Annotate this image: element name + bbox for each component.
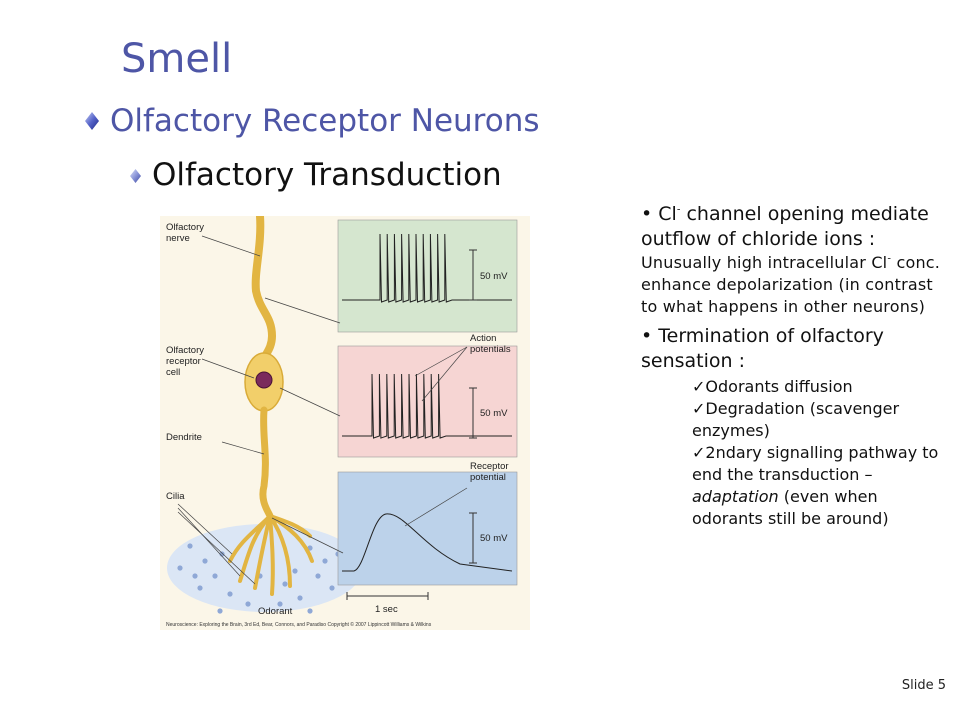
termination-list: ✓Odorants diffusion ✓Degradation (scaven…	[692, 376, 951, 530]
odorant-dot	[322, 558, 328, 564]
list-item: ✓Odorants diffusion	[692, 377, 853, 396]
label-scale-top: 50 mV	[480, 271, 508, 282]
notes-panel: • Cl- channel opening mediate outflow of…	[641, 202, 951, 530]
odorant-dot	[329, 585, 335, 591]
nucleus	[255, 371, 273, 389]
odorant-dot	[227, 591, 233, 597]
label-receptor-cell-3: cell	[166, 367, 180, 378]
odorant-dot	[277, 601, 283, 607]
odorant-cloud	[167, 524, 363, 612]
leader-lines	[177, 235, 468, 585]
odorant-dot	[292, 568, 298, 574]
trace-receptor-potential	[342, 513, 513, 572]
note-item-chloride: • Cl- channel opening mediate outflow of…	[641, 203, 929, 250]
odorant-dot	[297, 595, 303, 601]
odorant-dot	[202, 558, 208, 564]
label-scale-mid: 50 mV	[480, 408, 508, 419]
label-receptor-potential-1: Receptor	[470, 461, 509, 472]
check-icon: ✓	[692, 443, 706, 462]
panel-top	[337, 219, 518, 333]
label-scale-bot: 50 mV	[480, 533, 508, 544]
panel-mid	[337, 345, 518, 458]
label-receptor-potential-2: potential	[470, 472, 506, 483]
label-odorant: Odorant	[258, 606, 293, 617]
slide-title: Smell	[121, 36, 233, 82]
list-item: ✓2ndary signalling pathway to end the tr…	[692, 443, 939, 528]
list-item: ✓Degradation (scavenger enzymes)	[692, 399, 900, 440]
odorant-dot	[187, 543, 193, 549]
note-item-termination: • Termination of olfactory sensation :	[641, 325, 884, 372]
label-receptor-cell-1: Olfactory	[166, 345, 204, 356]
check-icon: ✓	[692, 377, 706, 396]
label-action-potentials-2: potentials	[470, 344, 511, 355]
label-olfactory-nerve-1: Olfactory	[166, 222, 204, 233]
dendrite-process	[259, 406, 274, 520]
odorant-dot	[307, 608, 313, 614]
label-cilia: Cilia	[166, 491, 185, 502]
slide-number: Slide 5	[901, 678, 946, 693]
trace-top	[342, 233, 512, 303]
scale-bars	[346, 249, 477, 600]
check-icon: ✓	[692, 399, 706, 418]
diamond-bullet-icon	[130, 169, 141, 183]
trace-mid	[342, 373, 512, 439]
figure-credit: Neuroscience: Exploring the Brain, 3rd E…	[166, 621, 432, 628]
odorant-dots	[177, 543, 348, 614]
bullet-level1: Olfactory Receptor Neurons	[110, 103, 540, 139]
odorant-dot	[315, 573, 321, 579]
bullet-level2: Olfactory Transduction	[152, 157, 502, 193]
odorant-dot	[212, 573, 218, 579]
odorant-dot	[217, 608, 223, 614]
cilia-branches	[228, 514, 314, 596]
note-sub-depolarization: Unusually high intracellular Cl- conc. e…	[641, 253, 941, 316]
odorant-dot	[282, 581, 288, 587]
odorant-dot	[197, 585, 203, 591]
odorant-dot	[245, 601, 251, 607]
odorant-dot	[192, 573, 198, 579]
odorant-dot	[177, 565, 183, 571]
diamond-bullet-icon	[85, 112, 99, 130]
label-dendrite: Dendrite	[166, 432, 202, 443]
label-action-potentials-1: Action	[470, 333, 496, 344]
label-receptor-cell-2: receptor	[166, 356, 201, 367]
olfactory-neuron-figure: Olfactory nerve Olfactory receptor cell …	[160, 216, 530, 630]
label-olfactory-nerve-2: nerve	[166, 233, 190, 244]
label-time-scale: 1 sec	[375, 604, 398, 615]
panel-bot	[337, 471, 518, 586]
